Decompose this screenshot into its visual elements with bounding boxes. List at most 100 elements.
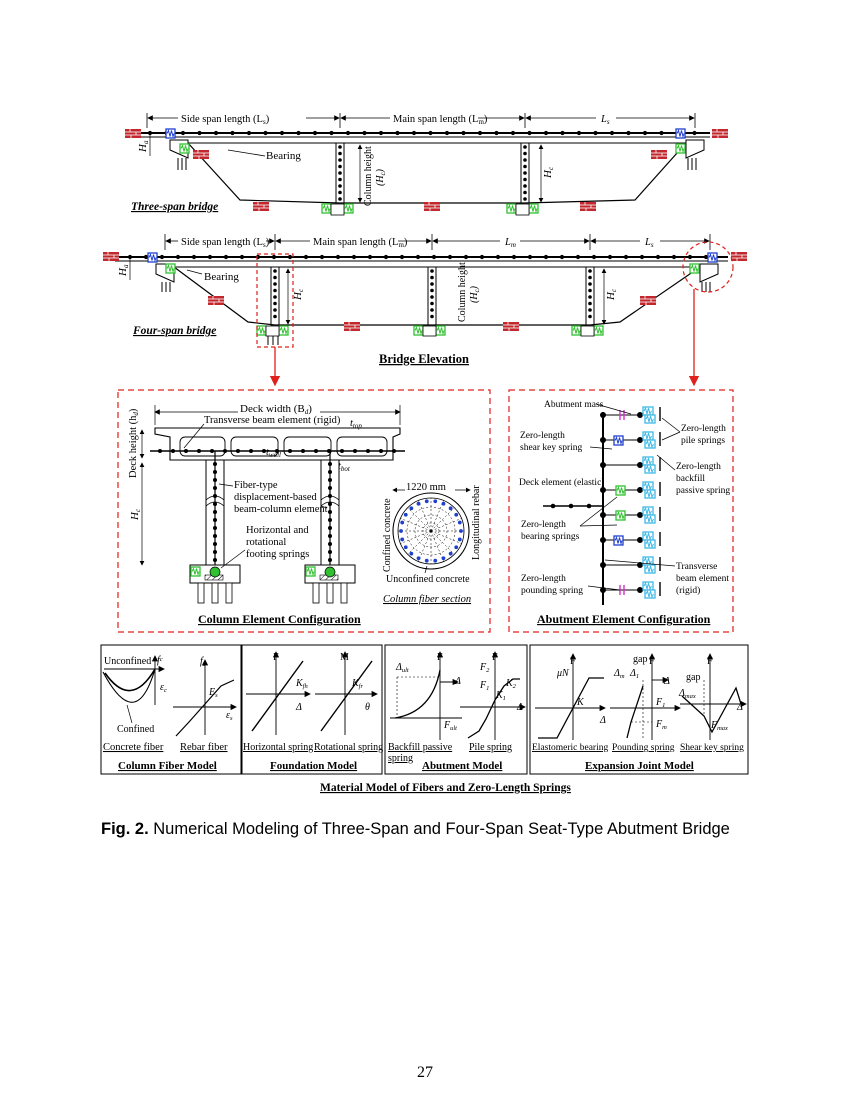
concrete-fiber-label: Concrete fiber [103,742,164,753]
caption-label: Fig. 2. [101,820,149,838]
shear-key-spring-label: Shear key spring [680,743,744,753]
node-dot [588,282,592,286]
node-dot [213,558,217,562]
column-fiber-model-title: Column Fiber Model [118,760,217,772]
Fm-label: Fm [655,719,667,731]
elasto-delta-label: Δ [599,715,606,726]
node-dot [210,449,214,453]
fc-label: fc [157,655,163,666]
node-dot [428,130,433,136]
rebar-dot [400,537,405,542]
rebar-dot [416,556,421,561]
node-dot [246,130,252,136]
node-dot [288,449,292,453]
node-dot [249,449,253,453]
F2-label: F2 [479,662,490,674]
foundation-delta-label: Δ [295,702,302,713]
node-dot [338,164,342,169]
kfr-label: Kfr [351,678,363,690]
rebar-dot [454,545,459,550]
f-ult-label: Fult [443,720,457,732]
t-bot-label: tbot [338,461,351,473]
node-dot [637,437,643,443]
node-dot [543,130,549,136]
node-dot [213,510,217,514]
expansion-joint-model-title: Expansion Joint Model [585,760,694,772]
node-dot [223,449,227,453]
rebar-dot [400,520,405,525]
node-dot [213,478,217,482]
node-dot [588,301,592,306]
node-dot [637,412,643,418]
node-dot [279,130,285,136]
fiber-label-1: Fiber-type [234,480,278,491]
node-dot [197,449,201,453]
four-span-title: Four-span bridge [132,325,216,337]
node-dot [338,177,342,182]
transverse-beam-label-3: (rigid) [676,585,700,596]
node-dot [328,526,332,530]
Es-label: Es [208,687,218,699]
node-dot [366,449,370,453]
shear-delta-label: Δ [736,702,743,713]
abutment-delta2-label: Δ [516,702,523,713]
theta-label: θ [365,702,370,713]
node-dot [328,510,332,514]
four-span-deck-nodes [127,254,709,260]
node-dot [338,171,342,175]
node-dot [223,254,229,260]
deck-height-label: Deck height (hd) [128,408,140,478]
node-dot [340,449,344,453]
node-dot [263,130,268,136]
muN-label: μN [556,668,570,679]
node-dot [296,130,301,136]
rebar-dot [403,512,408,517]
node-dot [273,301,277,306]
column-hc-label: Hc [129,508,142,521]
backfill-passive-label-1: Backfill passive [388,742,453,753]
node-dot [273,295,277,299]
node-dot [588,269,592,273]
page-number: 27 [417,1064,433,1081]
footing-label-2: rotational [246,537,286,548]
material-models: Unconfined Confined fc εc fs Es εs Concr… [100,644,749,794]
fiber-label-3: beam-column element [234,504,328,515]
node-dot [273,282,277,286]
elasto-F-label: F [570,656,576,667]
node-dot [523,164,527,169]
confined-label: Confined [117,724,154,735]
node-dot [523,190,527,195]
caption-text: Numerical Modeling of Three-Span and Fou… [148,820,730,838]
node-dot [335,254,341,260]
four-span-hc-right-label: Hc [605,288,618,301]
F1-label: F1 [479,680,489,692]
figure-caption: Fig. 2. Numerical Modeling of Three-Span… [101,820,730,839]
node-dot [639,254,645,260]
node-dot [378,130,384,136]
three-span-hc-label: Hc [542,166,555,179]
node-dot [392,449,396,453]
foundation-F-label: F [273,652,279,663]
node-dot [523,171,527,175]
node-dot [527,130,532,136]
three-span-main-span-label: Main span length (Lm) [393,114,488,126]
three-span-title: Three-span bridge [131,201,218,213]
rebar-dot [403,545,408,550]
four-span-lm-label: Lm [504,237,516,249]
shear-key-label-1: Zero-length [520,431,565,441]
node-dot [607,254,613,260]
node-dot [213,462,217,466]
column-element-configuration: Deck width (Bd) Transverse beam element … [117,389,491,633]
node-dot [273,308,277,312]
node-dot [328,494,332,498]
four-span-hc-left-label: Hc [292,288,305,301]
node-dot [703,254,709,260]
node-dot [430,295,434,299]
node-dot [379,449,383,453]
elastomeric-bearing-label: Elastomeric bearing [532,743,608,753]
pound-delta-label: Δ [663,676,670,687]
node-dot [559,254,565,260]
node-dot [642,130,648,136]
K2-label: K2 [505,678,517,690]
rebar-dot [433,499,438,504]
